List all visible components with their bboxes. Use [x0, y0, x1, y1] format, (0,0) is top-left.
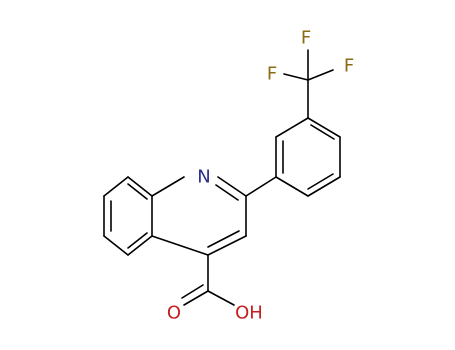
- bond: [215, 184, 239, 201]
- atom-labels: N F F F O OH: [167, 28, 354, 324]
- bond: [310, 124, 335, 140]
- bond: [307, 69, 334, 81]
- bond: [307, 176, 341, 197]
- nitrogen-atom: N: [197, 167, 210, 188]
- bond: [151, 235, 209, 256]
- bond: [207, 235, 247, 256]
- bond: [183, 290, 209, 306]
- bond: [181, 284, 204, 299]
- bond: [275, 117, 309, 138]
- bond: [245, 176, 277, 197]
- bond: [127, 183, 148, 200]
- bond: [127, 176, 153, 197]
- bond: [127, 232, 148, 249]
- bond: [103, 176, 129, 197]
- bond: [103, 235, 129, 256]
- bond: [207, 230, 240, 248]
- fluorine-atom-top: F: [301, 28, 311, 49]
- fluorine-atom-left: F: [267, 64, 277, 85]
- fluorine-atom-right: F: [344, 56, 354, 77]
- hydroxyl-group: OH: [235, 303, 263, 324]
- bond: [151, 176, 185, 197]
- carbonyl-oxygen-atom: O: [167, 303, 181, 324]
- bond: [283, 73, 309, 81]
- bond: [307, 173, 334, 190]
- bond: [217, 176, 247, 197]
- bond: [207, 290, 235, 306]
- bonds: [103, 49, 341, 306]
- bond: [307, 117, 341, 138]
- bond: [275, 176, 309, 197]
- bond: [127, 235, 153, 256]
